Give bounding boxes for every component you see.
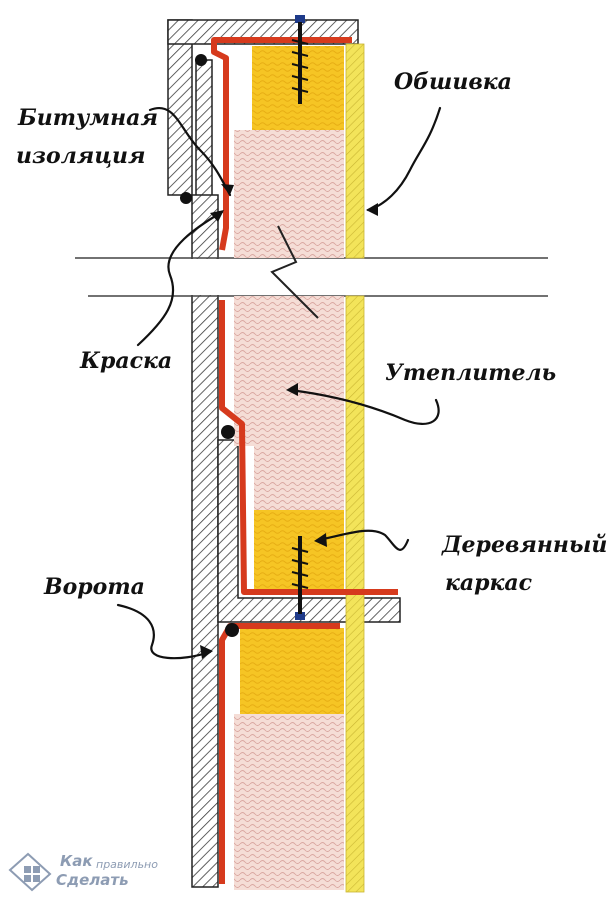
timber-frame-bottom bbox=[240, 628, 344, 714]
sealant-middle bbox=[221, 425, 235, 439]
label-vorota: Ворота bbox=[43, 574, 145, 600]
window-logo-icon bbox=[8, 852, 52, 892]
label-obshivka: Обшивка bbox=[394, 69, 512, 95]
break-zigzag bbox=[270, 225, 319, 319]
watermark-logo: Как правильно Сделать bbox=[8, 852, 158, 892]
leader-uteplitel bbox=[288, 388, 440, 425]
leader-uteplitel-arrow bbox=[286, 383, 298, 396]
leader-kraska-arrow bbox=[210, 210, 224, 222]
leader-obshivka-arrow bbox=[366, 203, 378, 216]
watermark-line2: правильно bbox=[96, 858, 158, 871]
leader-vorota bbox=[116, 603, 212, 660]
label-bitum-line2: изоляция bbox=[16, 143, 146, 169]
label-kraska: Краска bbox=[79, 348, 172, 374]
watermark-line1: Как bbox=[60, 852, 93, 870]
leader-karkas bbox=[316, 529, 410, 551]
break-gap bbox=[165, 259, 365, 295]
label-bitum-line1: Битумная bbox=[17, 105, 158, 131]
sealant-top bbox=[195, 54, 207, 66]
label-uteplitel: Утеплитель bbox=[385, 360, 556, 386]
sealant-bottom bbox=[225, 623, 239, 637]
paint-layer-middle bbox=[219, 300, 398, 595]
cladding-upper bbox=[345, 43, 365, 259]
leader-vorota-arrow bbox=[200, 645, 213, 659]
leader-obshivka bbox=[366, 106, 442, 212]
leader-karkas-arrow bbox=[314, 533, 327, 547]
gate-sheet bbox=[191, 194, 219, 888]
label-karkas-line1: Деревянный bbox=[441, 532, 607, 558]
leader-bitum-arrow bbox=[221, 184, 234, 195]
screw-bottom-icon bbox=[291, 536, 309, 620]
watermark-line3: Сделать bbox=[56, 871, 129, 889]
leader-kraska bbox=[136, 210, 224, 347]
steel-profile-top-outer bbox=[167, 19, 193, 196]
label-karkas-line2: каркас bbox=[445, 570, 533, 596]
leader-bitum bbox=[148, 107, 232, 197]
sealant-top-2 bbox=[180, 192, 192, 204]
steel-profile-top-inner bbox=[195, 59, 213, 199]
screw-top-icon bbox=[291, 15, 309, 104]
paint-layer-top bbox=[211, 37, 352, 251]
